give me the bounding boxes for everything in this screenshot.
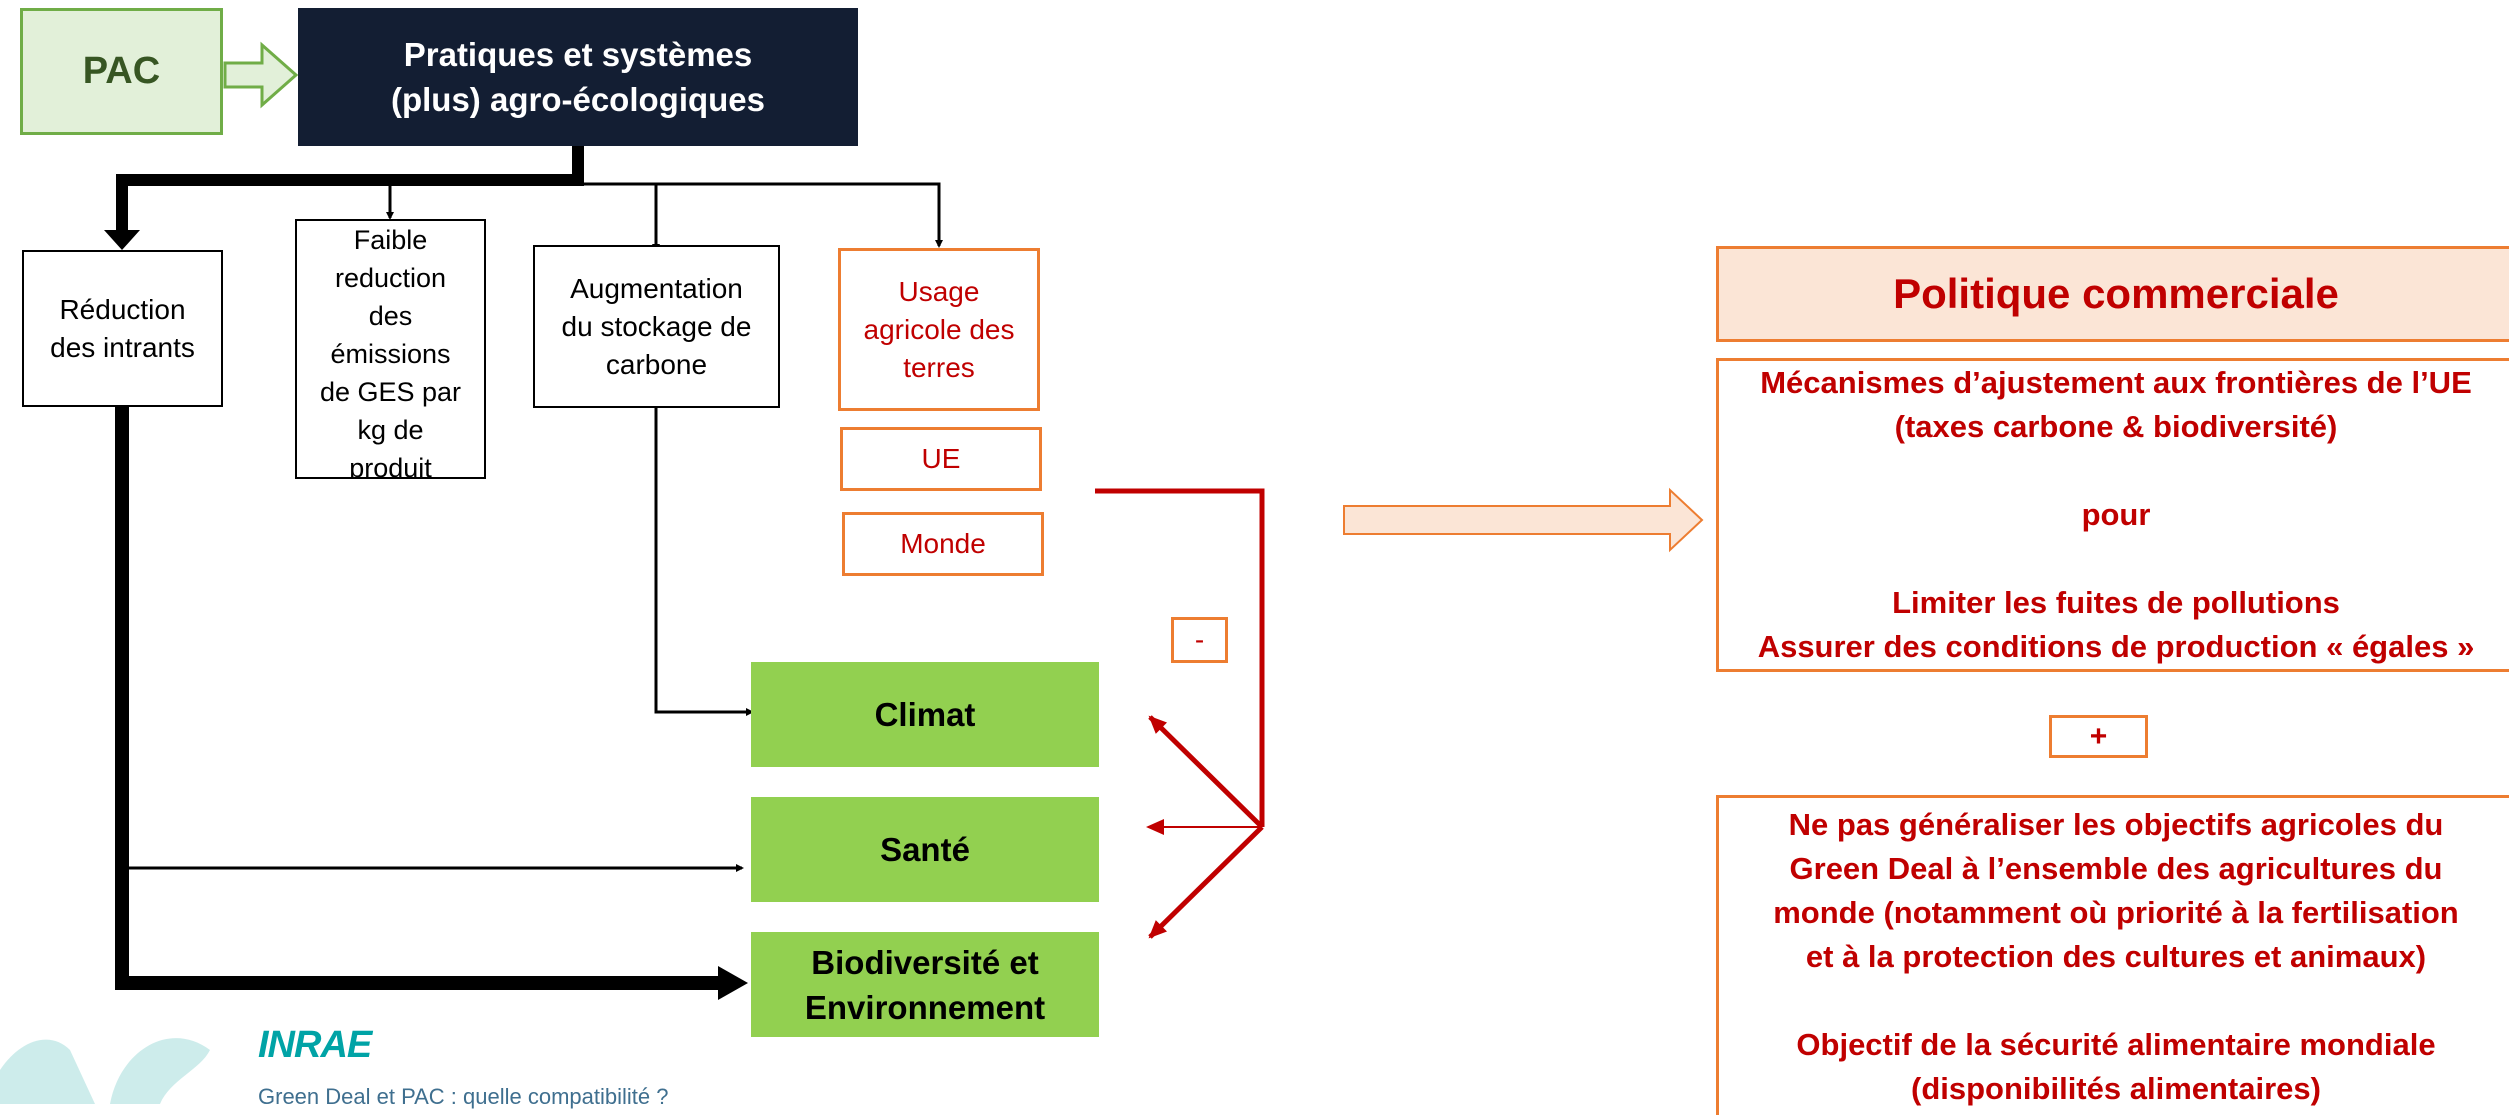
footer-text: Green Deal et PAC : quelle compatibilité…: [258, 1084, 669, 1109]
politique-body-box: Mécanismes d’ajustement aux frontières d…: [1716, 358, 2509, 672]
inrae-logo: INRAE: [258, 1024, 372, 1066]
intrants-line-1: Réduction: [59, 293, 186, 325]
ges-line-1: Faible: [353, 225, 428, 255]
politique-body2-line-7: (disponibilités alimentaires): [1911, 1071, 2321, 1106]
monde-box: Monde: [842, 512, 1044, 576]
inrae-logo-background: [0, 1038, 210, 1104]
ges-line-5: de GES par: [319, 377, 462, 407]
politique-body2-box: Ne pas généraliser les objectifs agricol…: [1716, 795, 2509, 1115]
usage-terres-box: Usage agricole des terres: [838, 248, 1040, 411]
politique-body2-line-3: monde (notamment où priorité à la fertil…: [1773, 895, 2459, 930]
ue-box: UE: [840, 427, 1042, 491]
carbone-box: Augmentation du stockage de carbone: [533, 245, 780, 408]
plus-sign-box: +: [2049, 715, 2148, 758]
politique-body2-line-1: Ne pas généraliser les objectifs agricol…: [1788, 807, 2444, 842]
politique-body-line-1: Mécanismes d’ajustement aux frontières d…: [1760, 365, 2472, 400]
politique-body2-line-6: Objectif de la sécurité alimentaire mond…: [1796, 1027, 2436, 1062]
pac-label: PAC: [82, 50, 161, 92]
carbone-line-2: du stockage de: [561, 310, 752, 342]
policy-arrow: [1343, 487, 1704, 553]
monde-label: Monde: [900, 528, 986, 559]
sante-box: Santé: [751, 797, 1099, 902]
politique-title-label: Politique commerciale: [1893, 270, 2339, 317]
reduction-intrants-box: Réduction des intrants: [22, 250, 223, 407]
biodiv-line-2: Environnement: [804, 988, 1046, 1026]
sante-label: Santé: [880, 831, 970, 868]
practices-header: Pratiques et systèmes (plus) agro-écolog…: [298, 8, 858, 146]
climat-box: Climat: [751, 662, 1099, 767]
intrants-line-2: des intrants: [50, 331, 195, 363]
politique-body-line-7: Assurer des conditions de production « é…: [1757, 629, 2475, 664]
usage-line-2: agricole des: [863, 313, 1015, 345]
usage-line-1: Usage: [898, 275, 980, 307]
politique-body-line-4: pour: [2081, 497, 2151, 532]
usage-line-3: terres: [903, 351, 975, 383]
minus-label: -: [1194, 624, 1205, 655]
biodiversite-box: Biodiversité et Environnement: [751, 932, 1099, 1037]
politique-body2-line-4: et à la protection des cultures et anima…: [1805, 939, 2427, 974]
ges-line-4: émissions: [330, 339, 451, 369]
climat-label: Climat: [874, 696, 976, 733]
ges-line-2: reduction: [334, 263, 447, 293]
ges-line-6: kg de: [357, 415, 424, 445]
carbone-line-3: carbone: [605, 348, 708, 380]
carbone-line-1: Augmentation: [570, 272, 743, 304]
ue-label: UE: [921, 443, 961, 474]
header-line-1: Pratiques et systèmes: [403, 36, 753, 73]
politique-body-line-6: Limiter les fuites de pollutions: [1892, 585, 2340, 620]
ges-line-3: des: [368, 301, 413, 331]
pac-arrow: [223, 41, 299, 109]
biodiv-line-1: Biodiversité et: [811, 943, 1039, 981]
minus-sign-box: -: [1171, 617, 1228, 663]
politique-body-line-2: (taxes carbone & biodiversité): [1894, 409, 2338, 444]
plus-label: +: [2089, 719, 2108, 753]
ges-line-7: produit: [349, 453, 432, 479]
politique-body2-line-2: Green Deal à l’ensemble des agricultures…: [1789, 851, 2443, 886]
ges-reduction-box: Faible reduction des émissions de GES pa…: [295, 219, 486, 479]
politique-commerciale-title: Politique commerciale: [1716, 246, 2509, 342]
header-line-2: (plus) agro-écologiques: [390, 81, 766, 118]
pac-box: PAC: [20, 8, 223, 135]
